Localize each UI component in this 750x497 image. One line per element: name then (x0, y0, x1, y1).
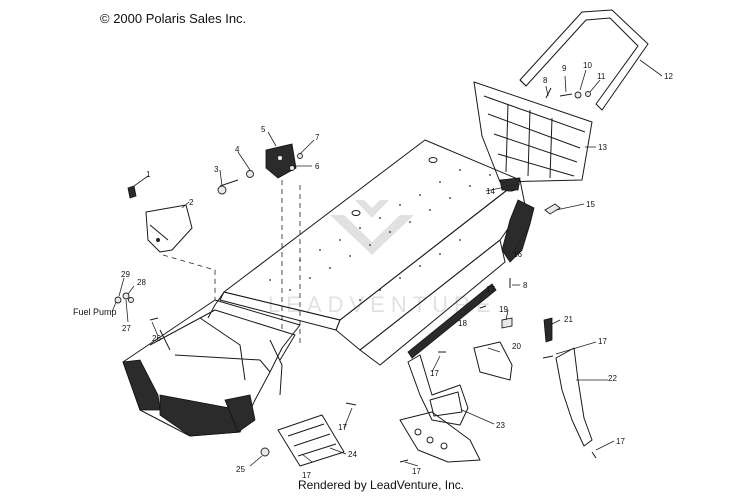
hitch-part-16 (501, 199, 535, 263)
panel-part-22 (555, 347, 593, 447)
block-part-19 (501, 317, 513, 329)
callout-1: 1 (146, 170, 151, 179)
pad-part-15 (544, 203, 561, 215)
callout-16: 16 (513, 250, 522, 259)
callout-26: 26 (152, 334, 161, 343)
callout-17-c: 17 (430, 369, 439, 378)
callout-17-g: 17 (616, 437, 625, 446)
chassis-tunnel (207, 139, 526, 366)
plate-part-24 (277, 414, 345, 467)
flap-part-13 (473, 81, 593, 183)
callout-15: 15 (586, 200, 595, 209)
callout-10: 10 (583, 61, 592, 70)
watermark-logo: LEADVENTURE (268, 200, 491, 317)
callout-7: 7 (315, 133, 320, 142)
callout-25: 25 (236, 465, 245, 474)
callout-17-f: 17 (412, 467, 421, 476)
callout-17-a: 17 (486, 285, 495, 294)
callout-17-d: 17 (338, 423, 347, 432)
fasteners (114, 153, 597, 463)
callout-11: 11 (597, 72, 606, 81)
bolt-part-21 (543, 317, 553, 343)
callout-13: 13 (598, 143, 607, 152)
brace-part-23 (407, 354, 469, 426)
footer-credit: Rendered by LeadVenture, Inc. (298, 478, 465, 492)
front-bulkhead (122, 299, 301, 437)
callout-18: 18 (458, 319, 467, 328)
callout-19: 19 (499, 305, 508, 314)
callout-24: 24 (348, 450, 357, 459)
callout-8-lower: 8 (523, 281, 528, 290)
callout-27: 27 (122, 324, 131, 333)
retainer-part-14 (499, 177, 521, 191)
bracket-part-20 (473, 341, 513, 381)
bracket-part-5 (265, 143, 297, 179)
callout-12: 12 (664, 72, 673, 81)
callout-20: 20 (512, 342, 521, 351)
callout-2: 2 (189, 198, 194, 207)
callout-23: 23 (496, 421, 505, 430)
callout-6: 6 (315, 162, 320, 171)
fuel-pump-label: Fuel Pump (73, 307, 117, 317)
callout-9: 9 (562, 64, 567, 73)
callout-4: 4 (235, 145, 240, 154)
callout-8-top: 8 (543, 76, 548, 85)
copyright-text: © 2000 Polaris Sales Inc. (100, 11, 247, 26)
skid-bracket (399, 411, 481, 463)
callout-22: 22 (608, 374, 617, 383)
callout-17-e: 17 (302, 471, 311, 480)
bracket-part-2 (145, 204, 193, 253)
callout-3: 3 (214, 165, 219, 174)
callout-21: 21 (564, 315, 573, 324)
callout-labels: 1 2 3 4 5 6 7 8 9 10 11 12 13 14 15 16 8… (121, 61, 673, 480)
bumper-part-12 (519, 9, 649, 111)
leader-lines (111, 59, 663, 467)
callout-5: 5 (261, 125, 266, 134)
callout-17-b: 17 (598, 337, 607, 346)
callout-14: 14 (486, 187, 495, 196)
callout-29: 29 (121, 270, 130, 279)
callout-28: 28 (137, 278, 146, 287)
